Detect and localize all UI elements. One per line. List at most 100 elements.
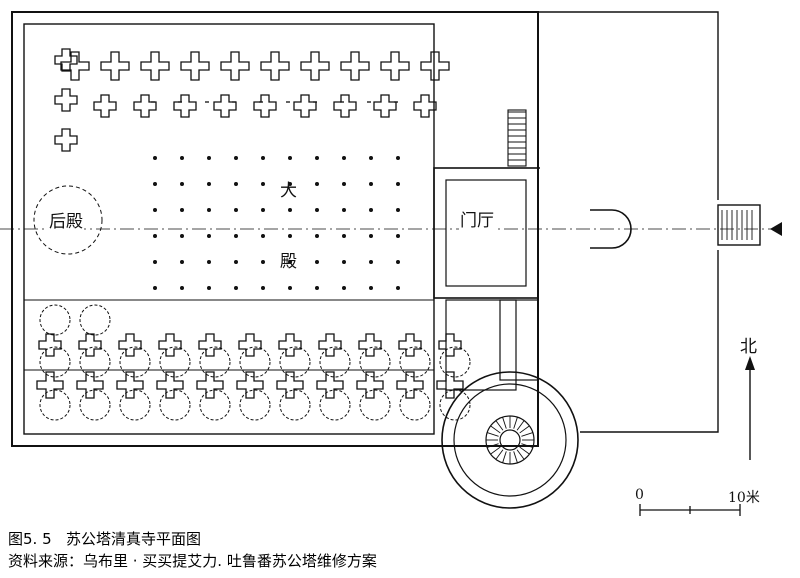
column-dot — [153, 286, 157, 290]
column-dot — [207, 182, 211, 186]
dome — [239, 346, 271, 378]
column-dot — [261, 208, 265, 212]
figure-number: 图5. 5 — [8, 530, 52, 548]
column-dot — [153, 234, 157, 238]
pier — [213, 94, 237, 118]
pier — [420, 51, 450, 81]
column-dot — [234, 182, 238, 186]
column-dot — [207, 156, 211, 160]
column-dot — [288, 208, 292, 212]
rear-hall-dome — [33, 185, 103, 255]
figure-title: 苏公塔清真寺平面图 — [65, 530, 201, 548]
dome — [319, 346, 351, 378]
pier — [78, 333, 102, 357]
dome — [359, 346, 391, 378]
pier — [318, 333, 342, 357]
column-dot — [342, 208, 346, 212]
column-dot — [261, 286, 265, 290]
column-dot — [315, 234, 319, 238]
pier — [356, 371, 384, 399]
pier — [380, 51, 410, 81]
dome — [159, 346, 191, 378]
column-dot — [315, 260, 319, 264]
column-dot — [288, 182, 292, 186]
column-dot — [396, 234, 400, 238]
pier — [373, 94, 397, 118]
column-dot — [207, 286, 211, 290]
column-dot — [261, 260, 265, 264]
dome — [79, 304, 111, 336]
scale-ten: 10米 — [728, 490, 760, 506]
column-dot — [315, 208, 319, 212]
column-dot — [234, 156, 238, 160]
pier — [300, 51, 330, 81]
pier — [93, 94, 117, 118]
pier — [260, 51, 290, 81]
minaret-outer — [441, 371, 579, 509]
dome — [159, 389, 191, 421]
pier — [340, 51, 370, 81]
dome — [79, 389, 111, 421]
column-dot — [153, 208, 157, 212]
column-dot — [369, 286, 373, 290]
dome — [119, 389, 151, 421]
column-dot — [180, 208, 184, 212]
rear-hall-label: 后殿 — [48, 207, 84, 232]
dome — [279, 346, 311, 378]
column-dot — [207, 208, 211, 212]
column-dot — [369, 260, 373, 264]
courtyard-wall — [538, 11, 719, 433]
column-dot — [180, 260, 184, 264]
pier — [220, 51, 250, 81]
dome — [439, 346, 471, 378]
dome — [399, 346, 431, 378]
pier — [156, 371, 184, 399]
column-dot — [369, 208, 373, 212]
column-dot — [315, 156, 319, 160]
column-dot — [342, 234, 346, 238]
figure-source: 资料来源：乌布里 · 买买提艾力. 吐鲁番苏公塔维修方案 — [8, 552, 377, 570]
column-dot — [153, 182, 157, 186]
pier — [436, 371, 464, 399]
column-dot — [342, 260, 346, 264]
gate-hall-label: 门厅 — [459, 206, 495, 231]
pier — [133, 94, 157, 118]
pier — [236, 371, 264, 399]
north-label: 北 — [740, 337, 757, 357]
column-dot — [288, 234, 292, 238]
pier — [198, 333, 222, 357]
figure-caption: 图5. 5 苏公塔清真寺平面图 — [8, 528, 201, 549]
main-hall-label-1: 大 — [280, 181, 297, 201]
pier — [438, 333, 462, 357]
pier — [396, 371, 424, 399]
pier — [180, 51, 210, 81]
column-dot — [234, 208, 238, 212]
dome — [39, 346, 71, 378]
dome — [119, 346, 151, 378]
column-dot — [180, 286, 184, 290]
column-dot — [396, 286, 400, 290]
pier — [100, 51, 130, 81]
column-dot — [315, 286, 319, 290]
pier — [196, 371, 224, 399]
column-dot — [234, 286, 238, 290]
pier — [253, 94, 277, 118]
pier — [278, 333, 302, 357]
pier — [293, 94, 317, 118]
column-dot — [261, 182, 265, 186]
pier — [60, 51, 90, 81]
column-dot — [396, 208, 400, 212]
dome — [239, 389, 271, 421]
pier — [276, 371, 304, 399]
pier — [316, 371, 344, 399]
pier — [333, 94, 357, 118]
pier — [398, 333, 422, 357]
column-dot — [342, 156, 346, 160]
column-dot — [369, 182, 373, 186]
dome — [359, 389, 391, 421]
dome — [439, 389, 471, 421]
dome — [279, 389, 311, 421]
column-dot — [234, 234, 238, 238]
dome — [199, 389, 231, 421]
